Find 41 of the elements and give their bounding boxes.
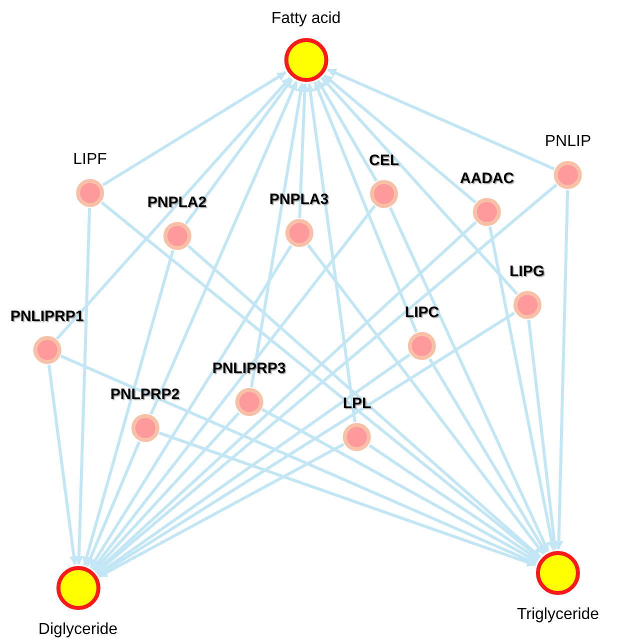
node-label: AADAC xyxy=(460,170,514,188)
connector-line xyxy=(47,364,78,566)
connector-line xyxy=(60,354,537,565)
node-label: PNPLA3 xyxy=(269,191,329,209)
node-label: PNLPRP2 xyxy=(110,386,180,404)
connector-line xyxy=(86,441,141,567)
node-label: PNLIPRP3 xyxy=(212,360,286,378)
connector-line xyxy=(187,244,542,558)
node-label: LPL xyxy=(342,395,372,413)
node-label: CEL xyxy=(369,152,399,170)
connector-line xyxy=(316,80,378,182)
connector-line xyxy=(388,207,550,552)
node-label: PNLIPRP1 xyxy=(10,308,84,326)
connector-line xyxy=(327,68,555,170)
connector-line xyxy=(93,412,240,572)
connector-line xyxy=(527,320,559,550)
connector-line xyxy=(98,442,345,578)
connector-line xyxy=(82,250,174,566)
connector-line xyxy=(306,82,356,422)
connector-line xyxy=(158,432,536,567)
connector-line xyxy=(89,244,292,568)
connector-line xyxy=(314,81,418,333)
connector-line xyxy=(554,190,570,550)
node-label: LIPG xyxy=(510,263,544,281)
connector-line xyxy=(320,76,518,295)
connector-line xyxy=(428,358,547,554)
connector-line xyxy=(56,76,292,340)
node-label: Diglyceride xyxy=(38,620,118,639)
node-label: Fatty acid xyxy=(271,9,341,28)
connector-line xyxy=(298,83,310,218)
connector-line xyxy=(250,82,306,388)
node-label: Triglyceride xyxy=(516,605,600,624)
node-label: LIPC xyxy=(404,304,440,322)
connector-line xyxy=(488,226,556,550)
connector-line xyxy=(74,208,92,565)
connector-line xyxy=(94,221,477,573)
node-label: PNLIP xyxy=(544,132,592,151)
connector-line xyxy=(150,81,298,415)
connector-line xyxy=(261,408,538,563)
node-label: PNPLA2 xyxy=(147,194,207,212)
node-label: LIPF xyxy=(73,150,107,169)
